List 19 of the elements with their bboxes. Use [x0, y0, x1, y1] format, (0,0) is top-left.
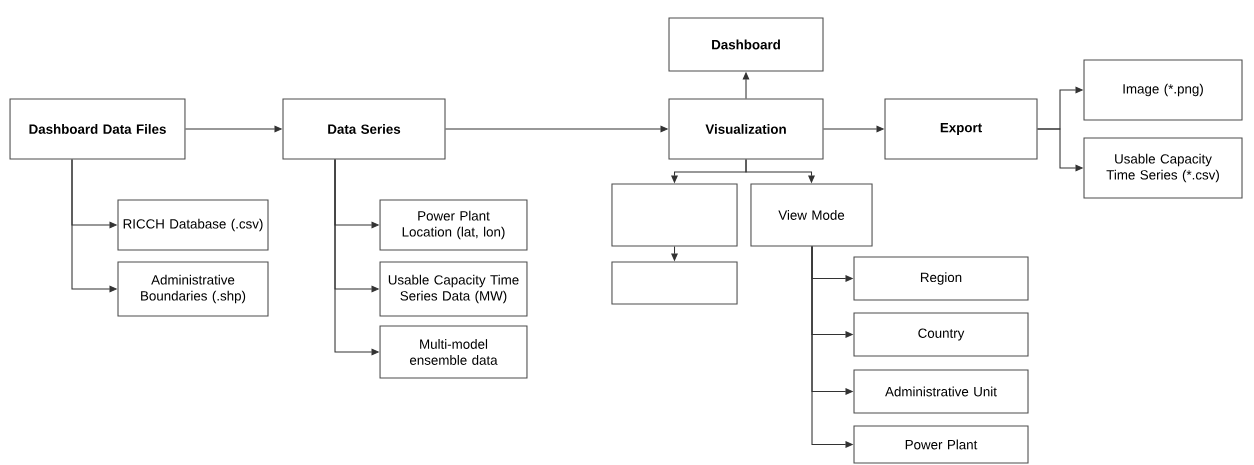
empty-box	[611, 261, 738, 305]
process-box: Data Series	[282, 98, 446, 160]
process-box: Dashboard Data Files	[9, 98, 186, 160]
process-box: Usable Capacity Time Series (*.csv)	[1083, 137, 1243, 199]
process-box: Country	[853, 312, 1029, 357]
empty-box	[611, 183, 738, 247]
process-box: RICCH Database (.csv)	[117, 199, 269, 251]
process-box: Administrative Boundaries (.shp)	[117, 261, 269, 317]
process-box: Multi-model ensemble data	[379, 325, 528, 379]
process-box: Region	[853, 256, 1029, 301]
process-box: Export	[884, 98, 1038, 160]
process-box: Usable Capacity Time Series Data (MW)	[379, 261, 528, 317]
process-box: Visualization	[668, 98, 824, 160]
process-box: Dashboard	[668, 17, 824, 72]
process-box: View Mode	[750, 183, 873, 247]
process-box: Administrative Unit	[853, 369, 1029, 414]
process-box: Image (*.png)	[1083, 59, 1243, 121]
process-box: Power Plant	[853, 425, 1029, 464]
process-box: Power Plant Location (lat, lon)	[379, 199, 528, 251]
